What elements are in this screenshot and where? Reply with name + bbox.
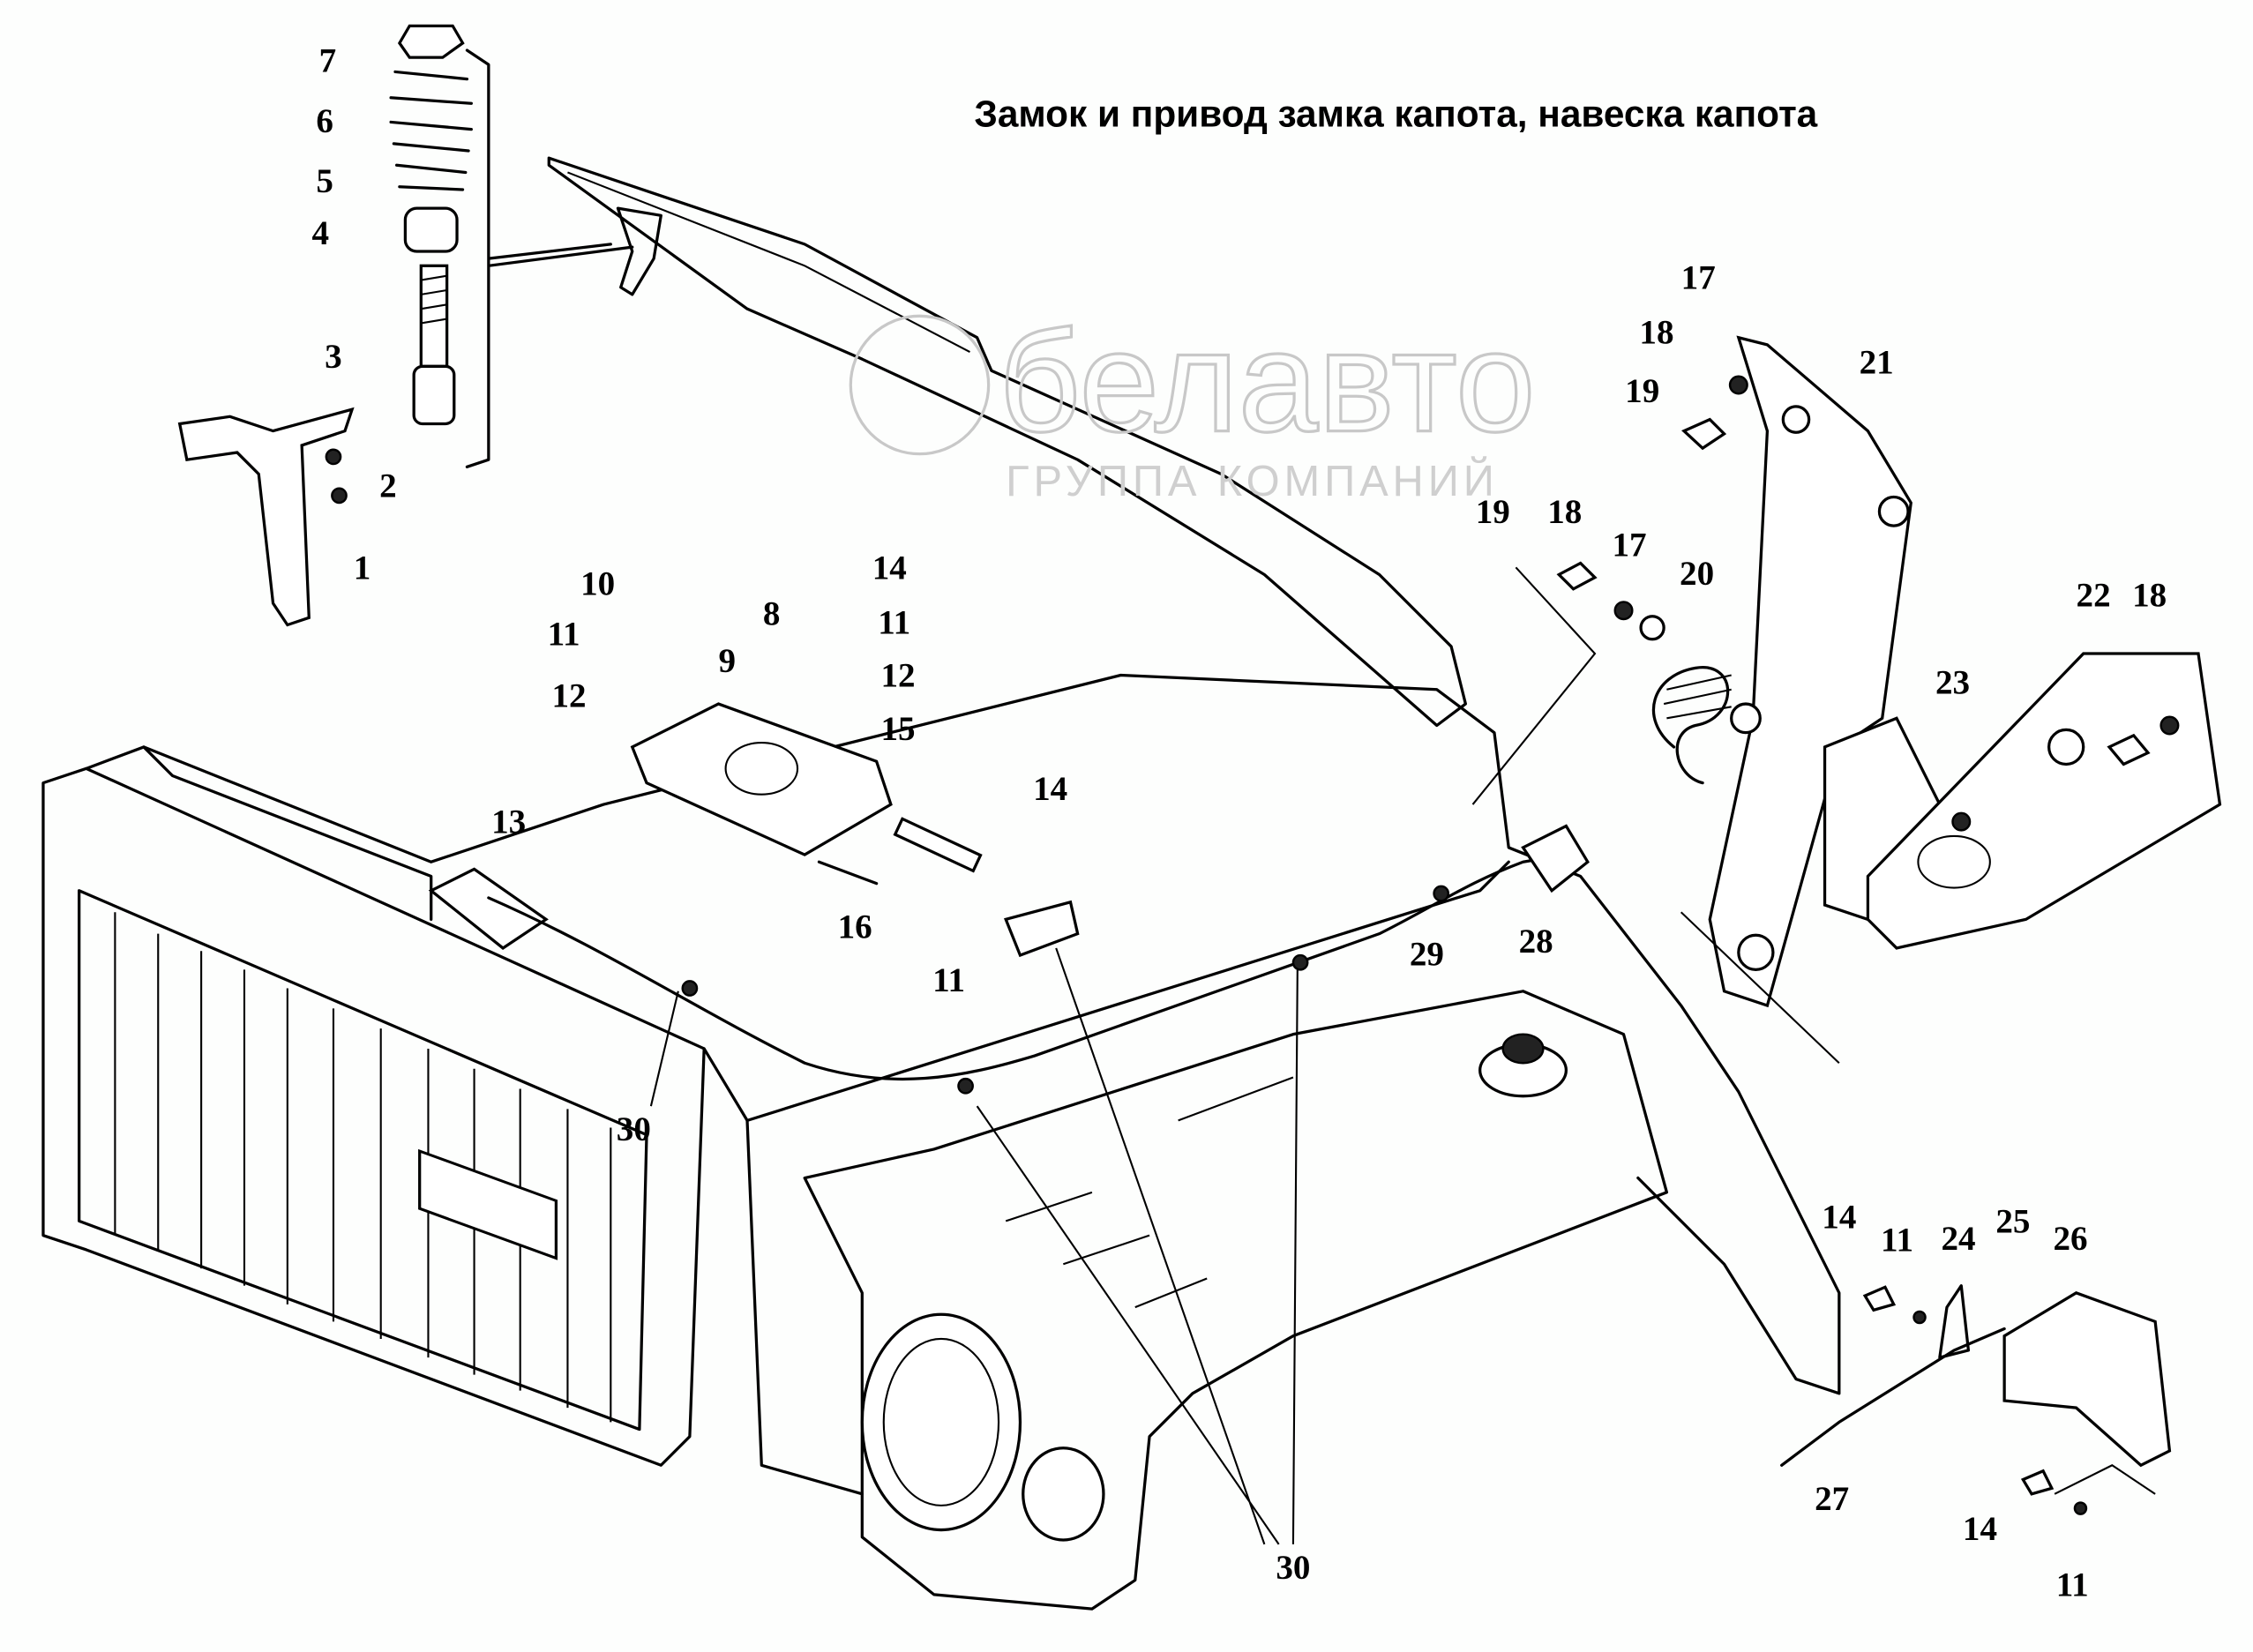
callout: 8 (763, 594, 781, 632)
callout: 25 (1995, 1202, 2030, 1240)
callout: 6 (316, 102, 333, 140)
lock-pin-assembly (389, 24, 634, 468)
callout: 29 (1410, 935, 1444, 973)
callout: 30 (617, 1110, 651, 1148)
callout: 19 (1625, 372, 1659, 410)
callout: 11 (1881, 1222, 1913, 1260)
cable-end-bracket (1521, 824, 1590, 893)
callout: 21 (1860, 343, 1894, 381)
callout: 13 (491, 804, 526, 841)
callout: 14 (872, 549, 907, 587)
callout: 18 (1639, 313, 1673, 351)
callout: 10 (580, 564, 615, 602)
watermark-brand: белавто (999, 302, 1536, 462)
callout: 7 (319, 41, 337, 79)
callout: 19 (1476, 493, 1510, 531)
callout: 23 (1935, 664, 1970, 702)
callout: 18 (1547, 493, 1582, 531)
leader-lines (649, 566, 2156, 1545)
air-intake-cap (1478, 1033, 1568, 1098)
callout: 5 (316, 162, 333, 200)
release-cable (487, 853, 1568, 1081)
headlight (860, 1312, 1105, 1542)
callout: 11 (932, 961, 965, 999)
callout: 26 (2054, 1220, 2088, 1258)
hood-hinge (1651, 335, 2222, 1008)
callout: 22 (2077, 576, 2111, 614)
callout: 16 (838, 908, 872, 946)
callout: 24 (1941, 1220, 1975, 1258)
callout: 17 (1612, 526, 1646, 564)
callout: 20 (1680, 555, 1714, 593)
cable-bracket-lower (1780, 1284, 2172, 1515)
callout: 12 (880, 657, 915, 695)
callout: 28 (1519, 923, 1553, 961)
callout: 1 (354, 549, 371, 587)
radiator-grille (41, 766, 706, 1467)
callout: 27 (1815, 1480, 1849, 1518)
callout: 30 (1276, 1549, 1310, 1587)
callout: 2 (379, 467, 397, 505)
callout-numbers: 7 6 5 4 3 2 1 10 11 12 9 8 14 11 12 15 1… (312, 41, 2167, 1603)
callout: 11 (2056, 1566, 2089, 1603)
callout: 14 (1822, 1199, 1856, 1237)
hood-lock (428, 702, 983, 950)
diagram-title: Замок и привод замка капота, навеска кап… (974, 93, 1817, 134)
hinge-bolts (1556, 375, 2180, 766)
callout: 9 (718, 642, 736, 680)
callout: 11 (878, 603, 910, 641)
safety-hook (177, 407, 355, 627)
watermark: белавто ГРУППА КОМПАНИЙ (849, 300, 1537, 505)
hood (547, 156, 1468, 728)
callout: 18 (2132, 576, 2167, 614)
callout: 15 (880, 710, 915, 748)
cab-front (85, 673, 1841, 1611)
cable-clips (681, 885, 1450, 1095)
callout: 12 (552, 676, 587, 714)
cable-bracket (1003, 900, 1080, 958)
callout: 3 (325, 338, 342, 376)
callout: 14 (1963, 1510, 1997, 1548)
callout: 17 (1681, 258, 1716, 296)
callout: 4 (312, 214, 330, 252)
callout: 14 (1033, 770, 1067, 808)
watermark-subtitle: ГРУППА КОМПАНИЙ (1006, 457, 1499, 505)
callout: 11 (548, 615, 580, 653)
